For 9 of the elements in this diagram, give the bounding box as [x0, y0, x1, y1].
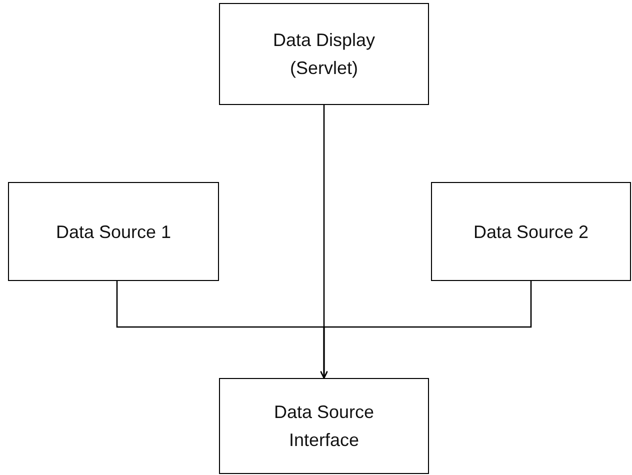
box-label: Data Display (Servlet): [272, 29, 376, 80]
connector-arrow: [320, 281, 532, 379]
box-label: Data Source Interface: [272, 401, 376, 452]
process-box: [431, 182, 631, 281]
box-label: Data Source 2: [473, 220, 589, 244]
process-box: [219, 378, 429, 474]
box-label: Data Source 1: [56, 220, 172, 244]
process-box: [8, 182, 219, 281]
process-box: [219, 3, 429, 105]
